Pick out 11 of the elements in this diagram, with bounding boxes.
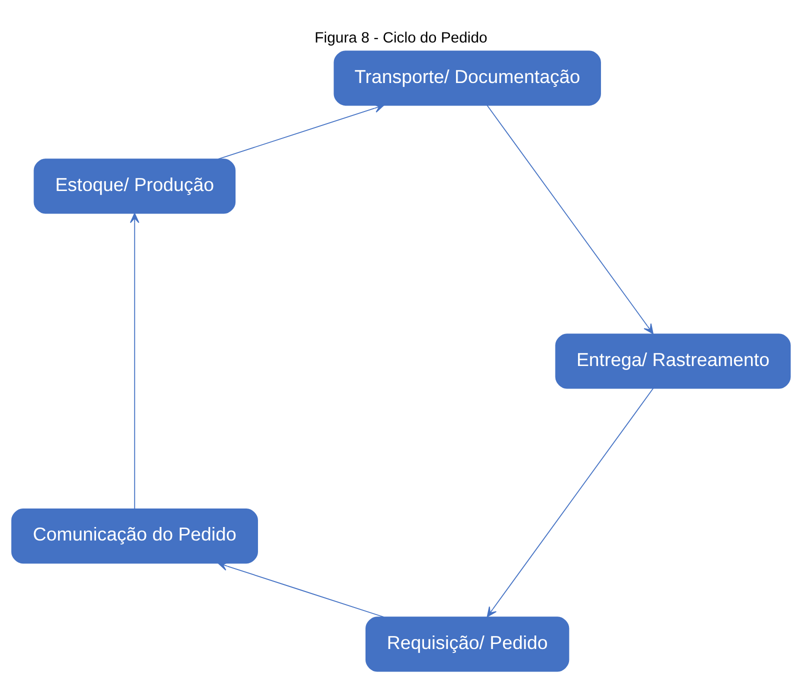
- arrow: [486, 104, 654, 334]
- node-box: Transporte/ Documentação: [334, 50, 601, 106]
- node-box: Requisição/ Pedido: [366, 616, 570, 672]
- arrow: [218, 103, 384, 160]
- arrow: [130, 212, 140, 509]
- node-box: Estoque/ Produção: [34, 158, 236, 214]
- node-box: Entrega/ Rastreamento: [555, 333, 791, 388]
- arrow: [486, 387, 654, 617]
- arrow: [218, 561, 384, 617]
- diagram-title: Figura 8 - Ciclo do Pedido: [314, 28, 488, 46]
- node-box: Comunicação do Pedido: [11, 508, 258, 564]
